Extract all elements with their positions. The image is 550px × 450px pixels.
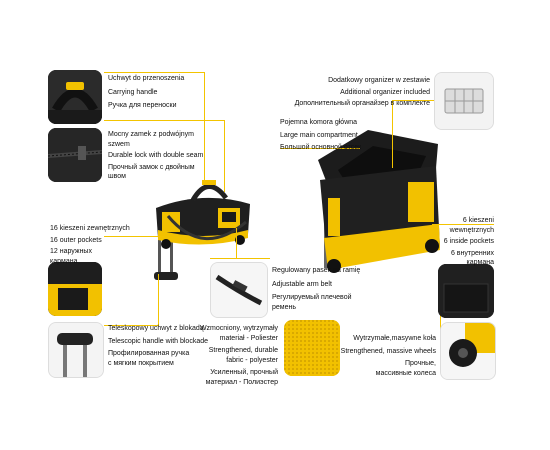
callout-line: Прочные, — [404, 360, 436, 367]
connector-line — [392, 100, 434, 101]
connector-line — [236, 228, 237, 258]
callout-line: materiał - Poliester — [219, 334, 278, 342]
callout-line: 16 kieszeni zewnętrznych — [50, 225, 130, 232]
callout-line: 12 наружных — [50, 248, 92, 255]
callout-inside-pockets: 6 kieszeni wewnętrznych 6 inside pockets… — [444, 216, 494, 268]
callout-wheels: Wytrzymałe,masywne koła Strengthened, ma… — [341, 334, 436, 378]
callout-arm-belt: Regulowany pasek na ramię Adjustable arm… — [272, 266, 360, 312]
connector-line — [392, 100, 393, 168]
callout-organizer: Dodatkowy organizer w zestawie Additiona… — [295, 76, 430, 109]
callout-fabric: Wzmocniony, wytrzymały materiał - Polies… — [200, 324, 278, 387]
connector-line — [224, 120, 225, 192]
callout-line: 16 outer pockets — [50, 236, 102, 244]
callout-line: Профилированная ручка — [108, 350, 190, 357]
callout-line: кармана — [466, 259, 494, 266]
callout-main-compartment: Pojemna komora główna Large main compart… — [280, 118, 361, 153]
connector-line — [210, 258, 270, 259]
callout-line: Dodatkowy organizer w zestawie — [328, 77, 430, 84]
callout-line: wewnętrznych — [449, 226, 494, 234]
callout-line: ремень — [272, 303, 297, 311]
callout-line: Carrying handle — [108, 88, 158, 96]
callout-line: Strengthened, durable — [208, 347, 278, 354]
callout-line: материал - Полиэстер — [205, 378, 278, 386]
callout-line: Adjustable arm belt — [272, 280, 332, 288]
callout-line: Additional organizer included — [340, 88, 430, 96]
callout-line: fabric - polyester — [226, 356, 278, 364]
connector-line — [104, 325, 158, 326]
callout-line: Teleskopowy uchwyt z blokadą — [108, 325, 204, 332]
callout-line: 6 inside pockets — [443, 238, 494, 245]
callout-line: Pojemna komora główna — [280, 119, 358, 126]
callout-line: Большой основной отсек — [280, 144, 362, 151]
connector-line — [158, 274, 159, 326]
callout-line: кармана — [50, 257, 78, 265]
callout-line: с мягким покрытием — [108, 359, 174, 367]
callout-line: Дополнительный органайзер в комплекте — [294, 100, 430, 107]
callout-line: Wzmocniony, wytrzymały — [199, 325, 278, 332]
callout-outer-pockets: 16 kieszeni zewnętrznych 16 outer pocket… — [50, 224, 130, 266]
callout-carrying-handle: Uchwyt do przenoszenia Carrying handle Р… — [108, 74, 184, 111]
callout-line: 6 внутренних — [450, 249, 494, 257]
callout-line: Regulowany pasek na ramię — [272, 267, 361, 274]
photo-carrying-handle — [48, 70, 102, 124]
connector-line — [440, 310, 441, 334]
photo-organizer — [434, 72, 494, 130]
connector-line — [204, 72, 205, 182]
callout-telescopic: Teleskopowy uchwyt z blokadą Telescopic … — [108, 324, 208, 368]
callout-line: Ручка для переноски — [108, 102, 177, 109]
photo-arm-belt — [210, 262, 268, 318]
callout-line: Регулируемый плечевой — [272, 294, 352, 301]
callout-line: Strengthened, massive wheels — [340, 347, 436, 355]
photo-wheels — [440, 322, 496, 380]
callout-line: Uchwyt do przenoszenia — [108, 75, 185, 82]
callout-line: 6 kieszeni — [462, 217, 494, 224]
photo-outer-pockets — [48, 262, 102, 316]
callout-line: Telescopic handle with blockade — [108, 337, 209, 345]
photo-telescopic-handle — [48, 322, 104, 378]
connector-line — [104, 120, 224, 121]
connector-line — [432, 224, 494, 225]
callout-line: Large main compartment — [280, 131, 358, 139]
trolley-bag-left — [148, 168, 258, 286]
connector-line — [280, 148, 360, 149]
trolley-bag-open — [298, 120, 448, 280]
callout-line: швом — [108, 173, 126, 180]
callout-line: Mocny zamek z podwójnym — [108, 131, 194, 138]
photo-zipper — [48, 128, 102, 182]
connector-line — [104, 72, 204, 73]
callout-line: Прочный замок с двойным — [108, 163, 195, 171]
photo-fabric — [284, 320, 340, 376]
photo-inside-pockets — [438, 264, 494, 318]
callout-line: массивные колеса — [375, 369, 436, 377]
callout-line: Усиленный, прочный — [210, 369, 278, 376]
callout-zipper: Mocny zamek z podwójnym szwem Durable lo… — [108, 130, 203, 182]
callout-line: szwem — [108, 140, 130, 148]
callout-line: Wytrzymałe,masywne koła — [353, 335, 436, 342]
connector-line — [104, 236, 164, 237]
callout-line: Durable lock with double seam — [108, 152, 204, 159]
